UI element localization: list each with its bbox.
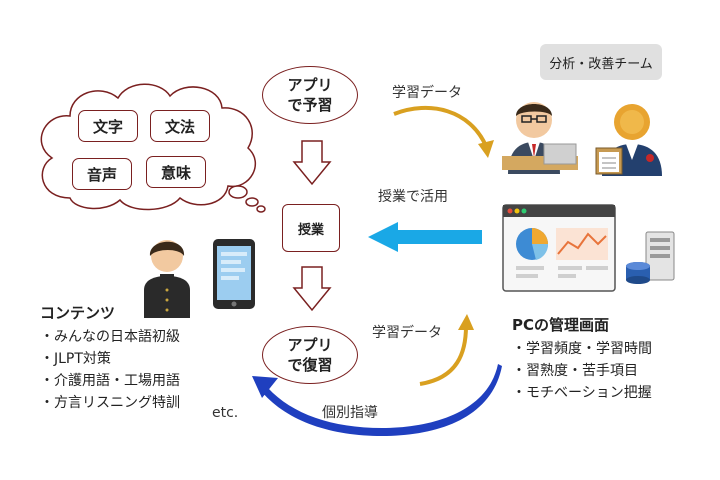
thought-cloud-icon — [40, 83, 266, 213]
cloud-item-bunpo: 文法 — [150, 110, 210, 142]
data-label-top: 学習データ — [392, 85, 462, 101]
contents-item: ・介護用語・工場用語 — [40, 373, 180, 389]
dashboard-window-icon — [502, 204, 616, 292]
review-line-1: アプリ — [287, 336, 333, 354]
review-line-2: で復習 — [287, 356, 333, 374]
teacher-at-laptop-icon — [502, 102, 578, 174]
use-in-class-label: 授業で活用 — [378, 189, 448, 205]
preview-line-2: で予習 — [287, 96, 333, 114]
server-database-icon — [626, 231, 675, 284]
data-arrow-bottom — [419, 314, 474, 386]
contents-item: ・みんなの日本語初級 — [40, 329, 180, 345]
review-node: アプリ で復習 — [262, 326, 358, 384]
cloud-item-onsei: 音声 — [72, 158, 132, 190]
pc-item: ・習熟度・苦手項目 — [512, 363, 638, 379]
pc-item: ・学習頻度・学習時間 — [512, 341, 652, 357]
smartphone-icon — [213, 239, 255, 309]
manager-with-clipboard-icon — [595, 104, 662, 176]
pc-management-section: PCの管理画面 ・学習頻度・学習時間 ・習熟度・苦手項目 ・モチベーション把握 — [512, 314, 652, 404]
preview-node: アプリ で予習 — [262, 66, 358, 124]
data-arrow-top — [393, 105, 494, 158]
use-in-class-arrow — [368, 222, 482, 252]
data-label-bottom: 学習データ — [372, 325, 442, 341]
cloud-item-moji: 文字 — [78, 110, 138, 142]
contents-section: コンテンツ ・みんなの日本語初級 ・JLPT対策 ・介護用語・工場用語 ・方言リ… — [40, 302, 180, 414]
contents-etc: etc. — [212, 405, 239, 421]
contents-item: ・方言リスニング特訓 — [40, 395, 180, 411]
pc-item: ・モチベーション把握 — [512, 385, 652, 401]
preview-line-1: アプリ — [287, 76, 333, 94]
down-arrow-2 — [292, 266, 332, 312]
student-icon — [144, 240, 190, 318]
individual-guidance-label: 個別指導 — [322, 405, 378, 421]
individual-guidance-arrow — [252, 364, 502, 436]
contents-title: コンテンツ — [40, 304, 116, 322]
pc-title: PCの管理画面 — [512, 316, 610, 334]
down-arrow-1 — [292, 140, 332, 186]
contents-item: ・JLPT対策 — [40, 351, 111, 367]
lesson-node: 授業 — [282, 204, 340, 252]
analysis-team-badge: 分析・改善チーム — [540, 44, 662, 80]
cloud-item-imi: 意味 — [146, 156, 206, 188]
